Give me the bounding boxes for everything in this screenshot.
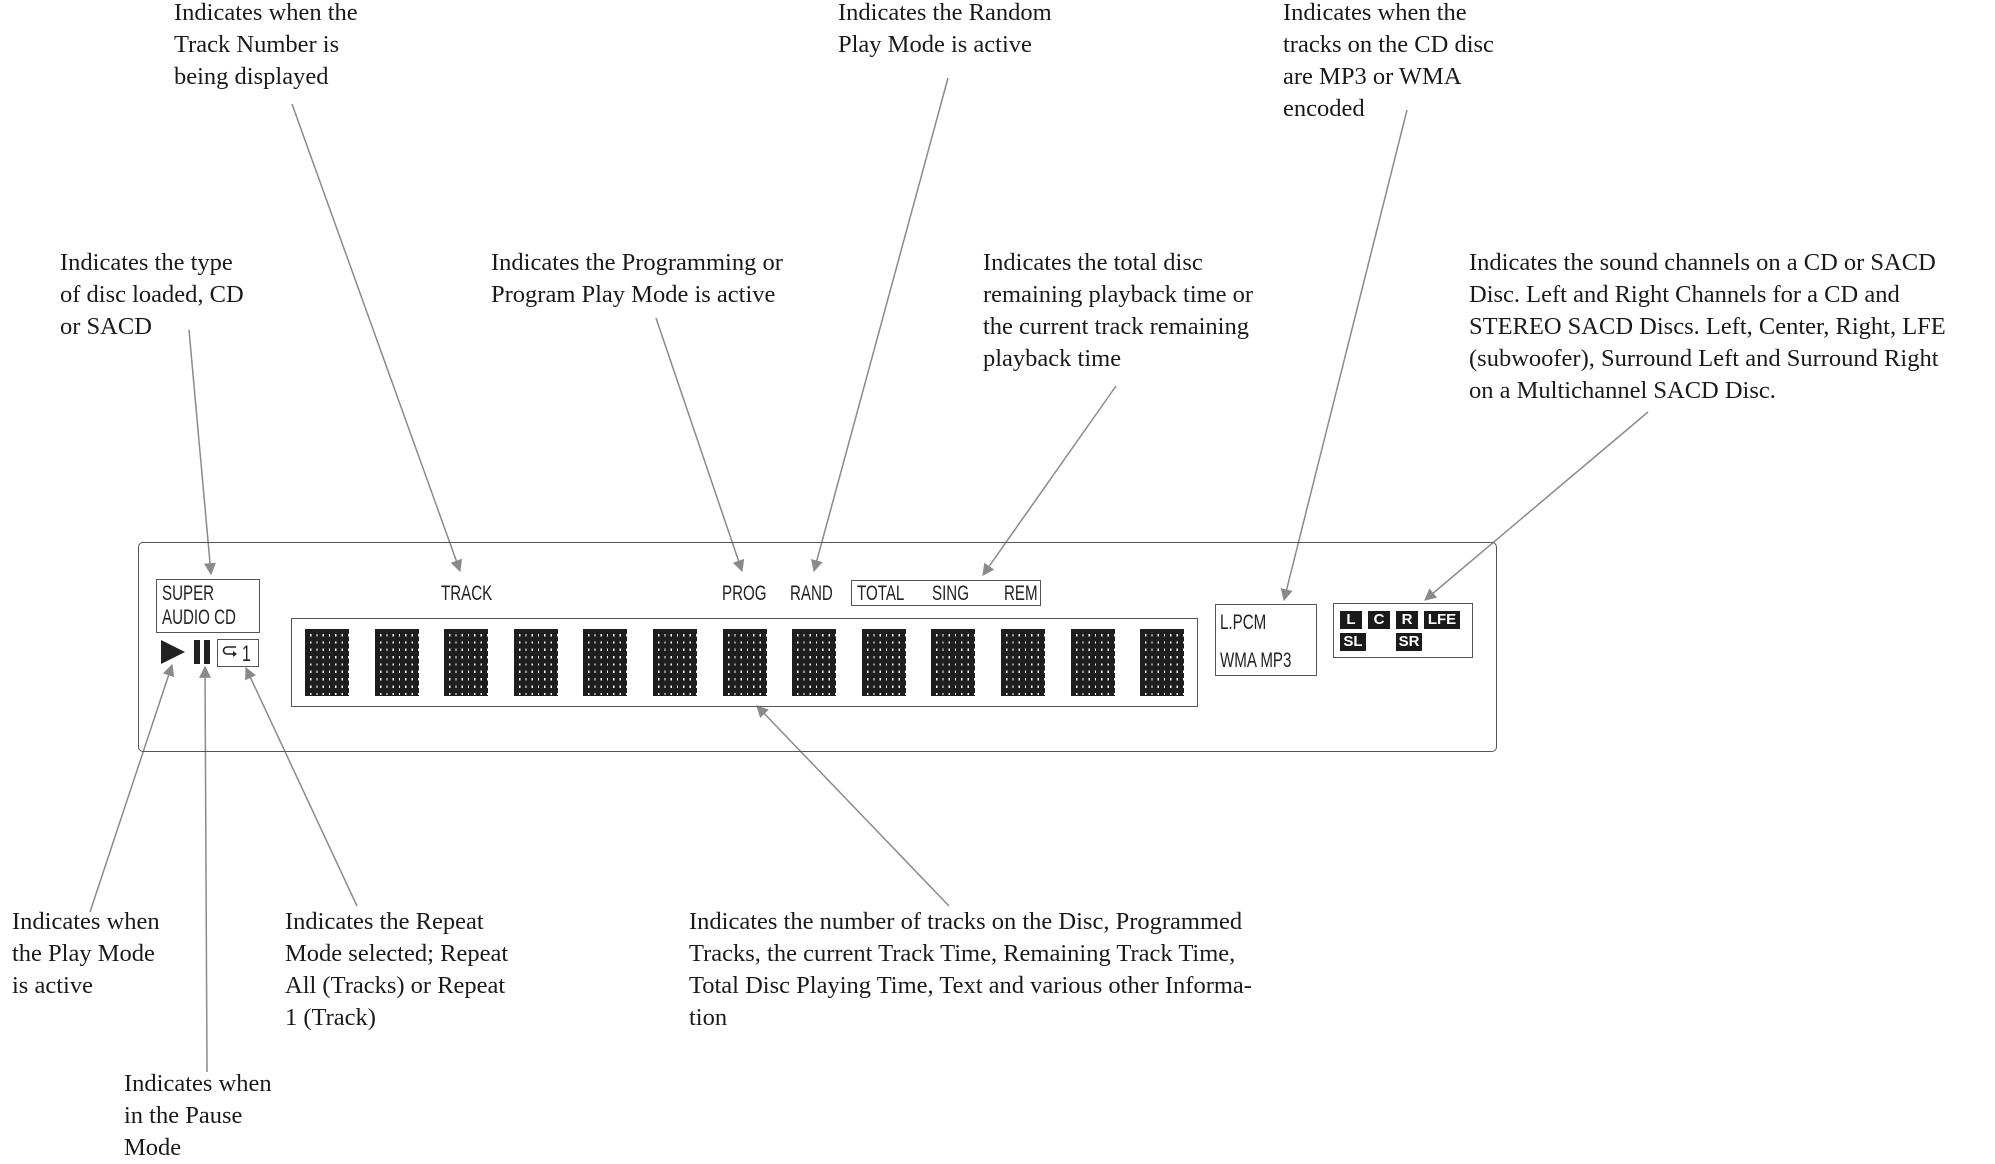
channel-indicator: L C R LFE SL SR (1333, 603, 1473, 658)
dot-matrix-cell (792, 629, 837, 696)
front-panel-display (138, 542, 1497, 752)
annotation-random-mode: Indicates the Random Play Mode is active (838, 0, 1052, 58)
disc-super-label: SUPER (162, 582, 215, 605)
codec-indicator: L.PCM WMA MP3 (1215, 604, 1317, 676)
annotation-track-number: Indicates when the Track Number is being… (174, 0, 358, 90)
repeat-number: 1 (242, 641, 251, 666)
leader-info-display (756, 705, 950, 907)
total-label: TOTAL (857, 582, 905, 605)
prog-indicator: PROG (722, 582, 767, 605)
annotation-remaining-time: Indicates the total disc remaining playb… (983, 249, 1254, 372)
leader-sound-channels (1424, 411, 1649, 601)
leader-repeat-mode (245, 666, 358, 907)
track-indicator: TRACK (441, 582, 493, 605)
leader-mp3-wma (1280, 109, 1408, 602)
repeat-indicator: 1 (217, 639, 259, 667)
pause-icon (193, 640, 211, 664)
annotation-sound-channels: Indicates the sound channels on a CD or … (1469, 249, 1946, 404)
leader-track-number (291, 103, 462, 573)
channel-l: L (1340, 611, 1362, 629)
dot-matrix-display (291, 618, 1198, 707)
disc-type-indicator: SUPER AUDIO CD (156, 579, 260, 633)
dot-matrix-cell (861, 629, 906, 696)
time-mode-indicator: TOTAL SING REM (851, 580, 1041, 606)
dot-matrix-cell (1001, 629, 1045, 696)
play-icon (161, 640, 185, 664)
dot-matrix-cell (583, 629, 628, 696)
leader-program-mode (655, 317, 745, 573)
dot-matrix-cell (513, 629, 558, 696)
annotation-repeat-mode: Indicates the Repeat Mode selected; Repe… (285, 908, 509, 1031)
dot-matrix-cell (931, 629, 976, 696)
annotation-info-display: Indicates the number of tracks on the Di… (689, 908, 1252, 1031)
annotation-play-mode: Indicates when the Play Mode is active (12, 908, 160, 999)
rem-label: REM (1004, 582, 1038, 605)
dot-matrix-cell (444, 629, 489, 696)
dot-matrix-cell (374, 629, 419, 696)
leader-disc-type (188, 329, 217, 576)
wma-mp3-label: WMA MP3 (1220, 649, 1292, 672)
annotation-mp3-wma: Indicates when the tracks on the CD disc… (1283, 0, 1494, 122)
channel-c: C (1368, 611, 1390, 629)
annotation-disc-type: Indicates the type of disc loaded, CD or… (60, 249, 244, 340)
leader-random-mode (811, 77, 949, 573)
dot-matrix-cell (1070, 629, 1115, 696)
dot-matrix-cell (1140, 629, 1185, 696)
leader-play-mode (89, 663, 175, 913)
annotation-pause-mode: Indicates when in the Pause Mode (124, 1070, 272, 1161)
dot-matrix-cell (305, 629, 349, 696)
dot-matrix-cell (653, 629, 697, 696)
channel-sl: SL (1340, 633, 1366, 651)
leader-remaining-time (982, 385, 1117, 576)
repeat-icon (222, 646, 237, 657)
channel-lfe: LFE (1424, 611, 1460, 629)
lpcm-label: L.PCM (1220, 611, 1267, 634)
dot-matrix-cell (722, 629, 767, 696)
rand-indicator: RAND (790, 582, 833, 605)
sing-label: SING (932, 582, 969, 605)
annotation-program-mode: Indicates the Programming or Program Pla… (491, 249, 783, 308)
channel-sr: SR (1396, 633, 1422, 651)
leader-pause-mode (199, 665, 212, 1073)
disc-audio-cd-label: AUDIO CD (162, 606, 236, 629)
channel-r: R (1396, 611, 1418, 629)
